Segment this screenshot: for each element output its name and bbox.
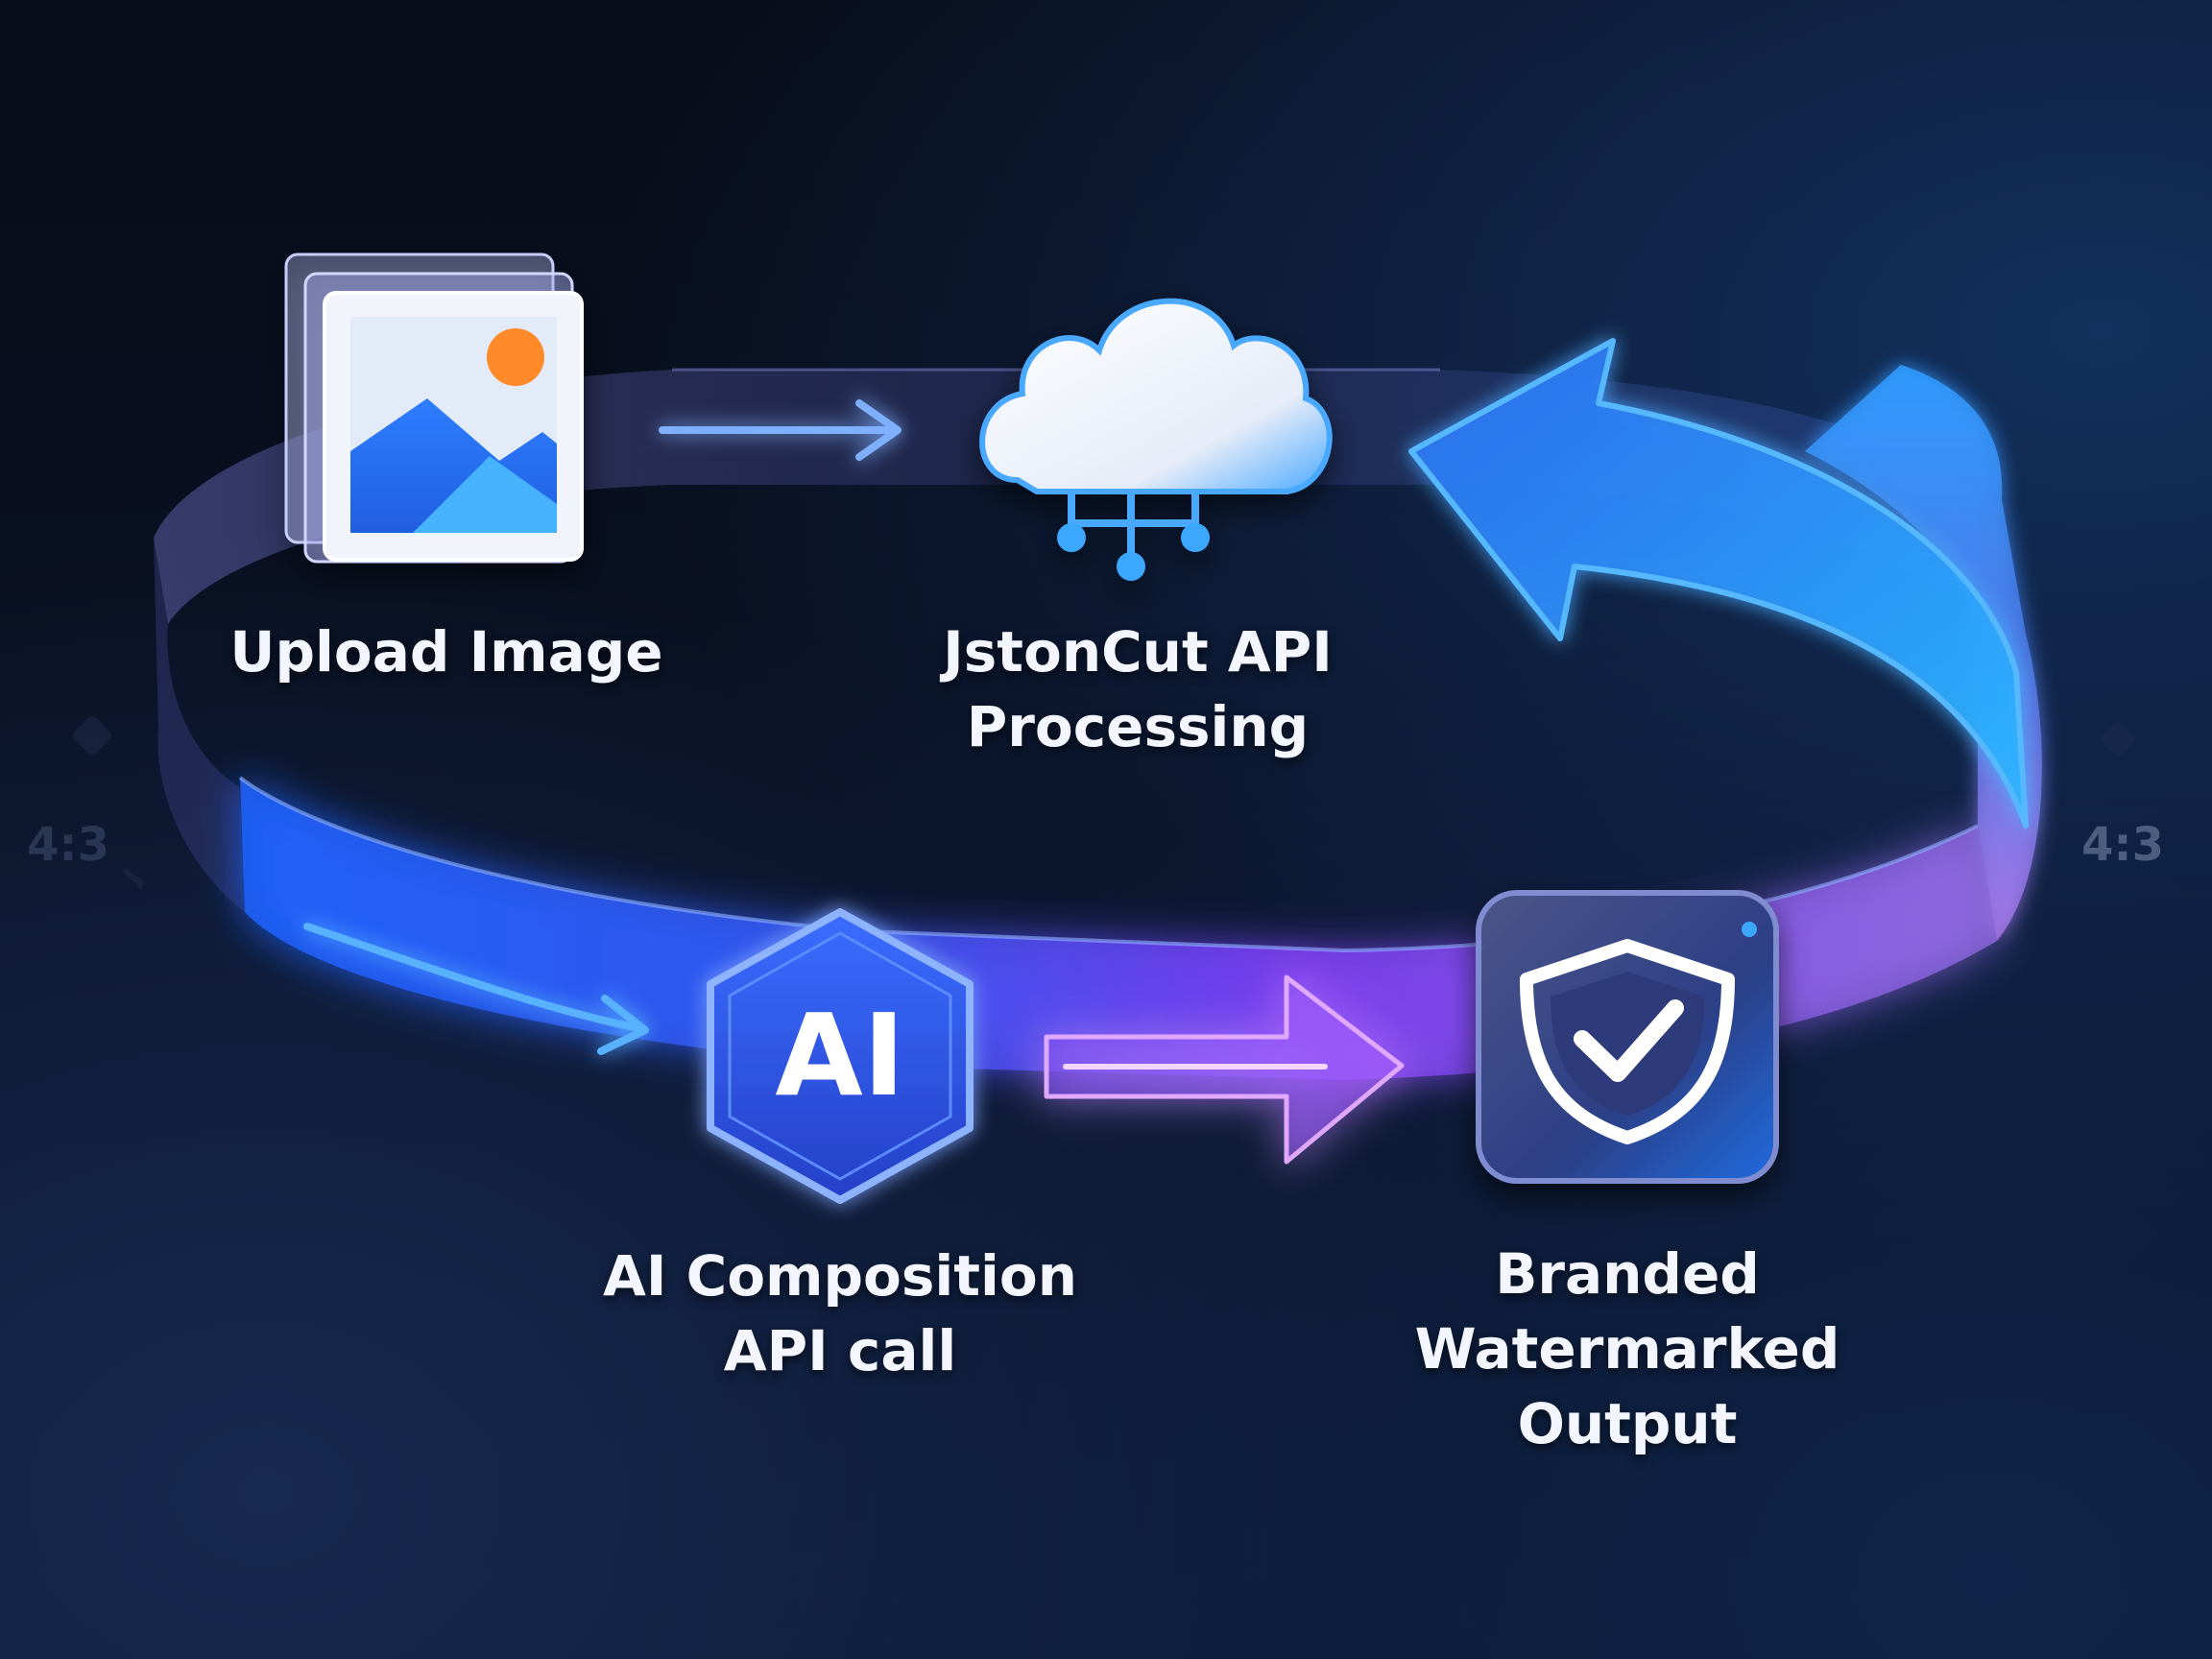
step-label-api-processing: JstonCut API Processing [893, 614, 1382, 764]
step-label-line: JstonCut API [943, 619, 1333, 685]
ai-hexagon-icon: AI [707, 908, 974, 1204]
step-label-line: Branded [1495, 1241, 1760, 1307]
step-label-line: Watermarked [1414, 1316, 1840, 1382]
ribbon-bottom-highlight [238, 776, 1979, 953]
ai-badge-text: AI [775, 989, 904, 1121]
step-label-ai-composition: AI Composition API call [595, 1238, 1085, 1388]
left-edge-decoration [72, 715, 144, 890]
aspect-label-left: 4:3 [27, 818, 109, 872]
right-edge-decoration [2101, 722, 2135, 757]
image-stack-icon [284, 252, 584, 564]
step-label-upload-image: Upload Image [202, 614, 691, 689]
step-label-line: Processing [966, 694, 1310, 759]
aspect-label-right: 4:3 [2081, 818, 2164, 872]
arrow-into-ai [303, 923, 649, 1055]
ribbon-right-side [1805, 365, 2042, 941]
arrow-upload-to-processing [659, 399, 902, 461]
step-label-line: Output [1517, 1391, 1738, 1456]
cloud-network-icon [979, 298, 1333, 581]
ribbon-left-side [154, 538, 245, 912]
step-label-branded-output: Branded Watermarked Output [1382, 1237, 1872, 1461]
shield-check-icon [1476, 890, 1779, 1184]
step-label-line: Upload Image [229, 619, 663, 685]
arrow-ai-to-output [1044, 974, 1405, 1165]
step-label-line: API call [723, 1318, 957, 1383]
step-label-line: AI Composition [602, 1243, 1078, 1309]
return-arrow [1408, 338, 2029, 829]
